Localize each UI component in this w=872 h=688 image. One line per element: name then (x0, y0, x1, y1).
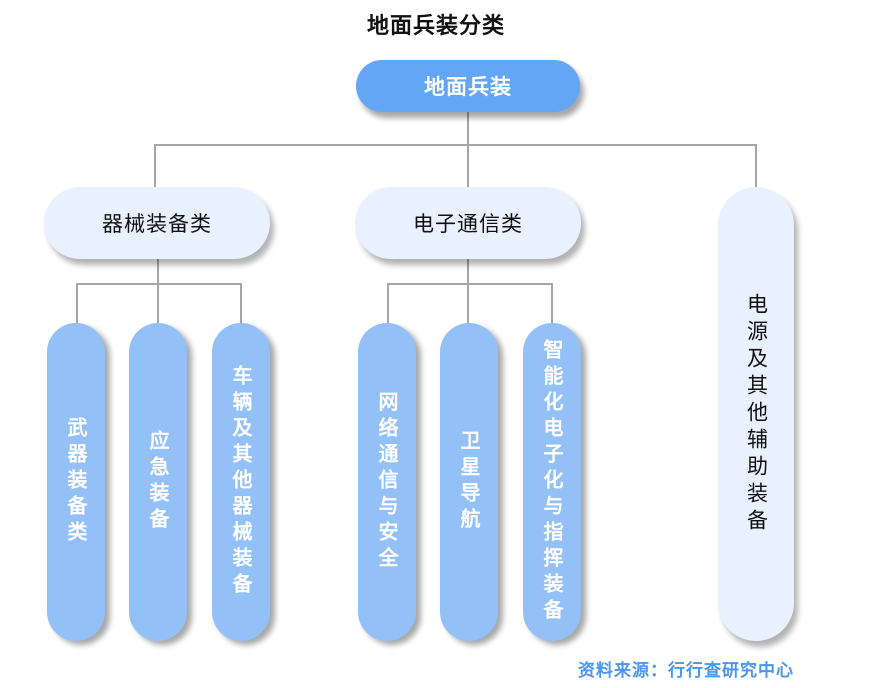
leaf-label: 武器装备类 (64, 417, 88, 547)
connector-line (157, 259, 159, 284)
connector-line (467, 259, 469, 284)
connector-line (387, 283, 389, 323)
category-label: 器械装备类 (102, 212, 212, 236)
connector-line (755, 144, 757, 187)
leaf-label: 应急装备 (146, 430, 170, 534)
category-node-electronic: 电子通信类 (355, 187, 581, 259)
connector-line (157, 283, 159, 323)
leaf-label: 智能化电子化与指挥装备 (540, 339, 564, 625)
connector-line (240, 283, 242, 323)
leaf-label: 网络通信与安全 (375, 391, 399, 573)
diagram-title: 地面兵装分类 (366, 14, 505, 39)
connector-line (467, 144, 469, 187)
leaf-node: 应急装备 (129, 323, 187, 641)
leaf-node: 车辆及其他器械装备 (212, 323, 270, 641)
connector-line (154, 144, 156, 187)
leaf-node: 卫星导航 (440, 323, 498, 641)
connector-line (76, 283, 78, 323)
category-label: 电子通信类 (413, 212, 523, 236)
leaf-node: 网络通信与安全 (358, 323, 416, 641)
root-node-label: 地面兵装 (424, 75, 512, 99)
category-node-mechanical: 器械装备类 (44, 187, 270, 259)
connector-line (551, 283, 553, 323)
root-node: 地面兵装 (356, 60, 580, 112)
leaf-node: 武器装备类 (47, 323, 105, 641)
category-label: 电源及其他辅助装备 (744, 292, 769, 536)
source-note: 资料来源：行行查研究中心 (578, 661, 794, 681)
leaf-label: 车辆及其他器械装备 (229, 365, 253, 599)
leaf-label: 卫星导航 (457, 430, 481, 534)
leaf-node: 智能化电子化与指挥装备 (523, 323, 581, 641)
connector-line (76, 283, 242, 285)
connector-line (467, 283, 469, 323)
connector-line (467, 112, 469, 145)
connector-line (387, 283, 553, 285)
connector-line (154, 144, 757, 146)
category-node-power-auxiliary: 电源及其他辅助装备 (718, 187, 794, 641)
